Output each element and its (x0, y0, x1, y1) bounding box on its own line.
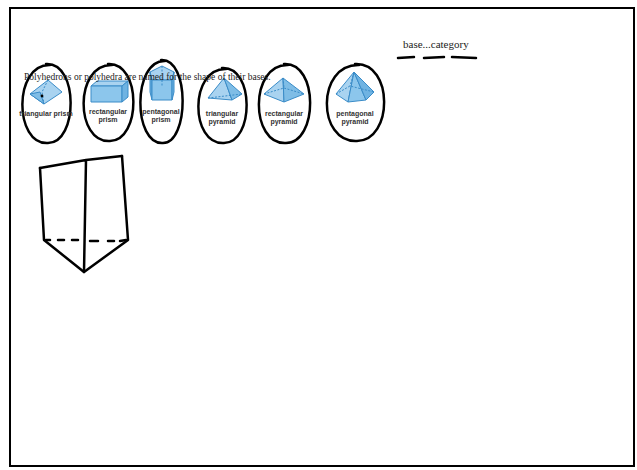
shape-caption: pentagonal prism (138, 108, 184, 124)
handwritten-note: base...category (403, 38, 469, 50)
handwritten-prism (40, 156, 128, 272)
shape-caption: triangular prism (19, 110, 73, 118)
shape-caption: rectangular pyramid (255, 110, 313, 126)
handwritten-underline (398, 57, 476, 58)
page-frame (10, 8, 634, 466)
solid-node: pentagonal prism (134, 58, 188, 144)
hand-drawn-circle (134, 58, 188, 144)
shape-caption: rectangular prism (80, 108, 136, 124)
intro-text: Polyhedrons or polyhedra are named for t… (24, 72, 271, 82)
shape-caption: pentagonal pyramid (322, 110, 388, 126)
solid-node: pentagonal pyramid (318, 62, 392, 142)
hand-drawn-circle (318, 62, 392, 142)
shape-caption: triangular pyramid (195, 110, 249, 126)
